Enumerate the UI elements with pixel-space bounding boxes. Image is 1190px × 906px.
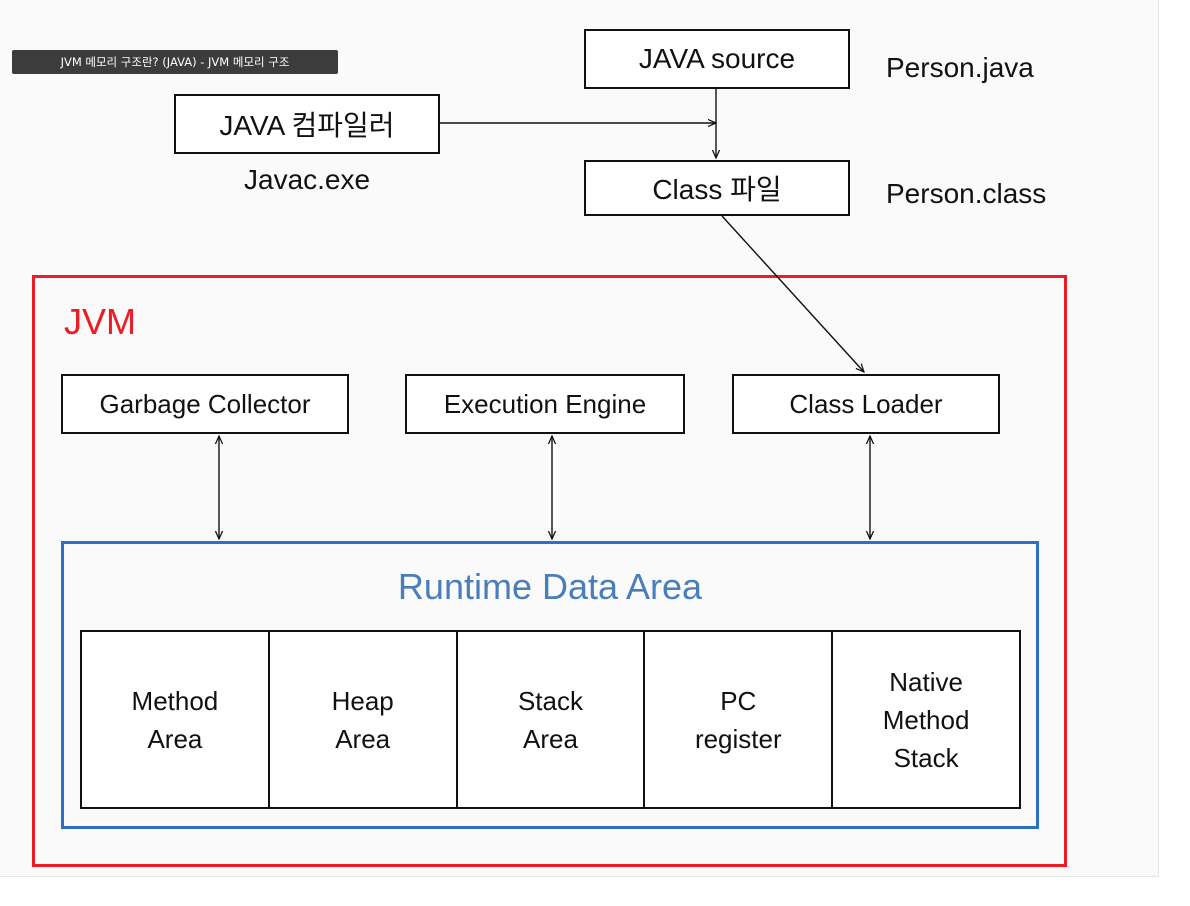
class-file-to-class-loader-arrow <box>721 215 864 372</box>
garbage-collector-box: Garbage Collector <box>61 374 349 434</box>
person-java-label: Person.java <box>886 52 1034 83</box>
java-source-label: JAVA source <box>638 43 796 74</box>
class-loader-box: Class Loader <box>732 374 1000 434</box>
jvm-label: JVM <box>64 301 136 342</box>
java-compiler-label: JAVA 컴파일러 <box>219 110 395 141</box>
stack-area-cell: Stack Area <box>458 632 646 807</box>
video-caption: JVM 메모리 구조란? (JAVA) - JVM 메모리 구조 <box>12 50 338 74</box>
memory-areas-row: Method Area Heap Area Stack Area PC regi… <box>80 630 1021 809</box>
java-source-box: JAVA source <box>584 29 850 89</box>
execution-engine-box: Execution Engine <box>405 374 685 434</box>
class-file-label: Class 파일 <box>652 174 782 205</box>
class-loader-label: Class Loader <box>789 388 943 419</box>
native-method-stack-cell: Native Method Stack <box>882 666 970 773</box>
garbage-collector-label: Garbage Collector <box>99 388 311 419</box>
class-file-box: Class 파일 <box>584 160 850 216</box>
pc-register-cell: PC register <box>645 632 834 807</box>
person-class-label: Person.class <box>886 178 1047 209</box>
method-area-cell: Method Area <box>82 632 270 807</box>
heap-area-cell: Heap Area <box>270 632 458 807</box>
runtime-data-area-title: Runtime Data Area <box>397 566 703 607</box>
execution-engine-label: Execution Engine <box>443 388 647 419</box>
runtime-data-area-frame <box>61 541 1039 829</box>
java-compiler-box: JAVA 컴파일러 <box>174 94 440 154</box>
jvm-frame <box>32 275 1067 867</box>
javac-exe-label: Javac.exe <box>244 164 371 195</box>
